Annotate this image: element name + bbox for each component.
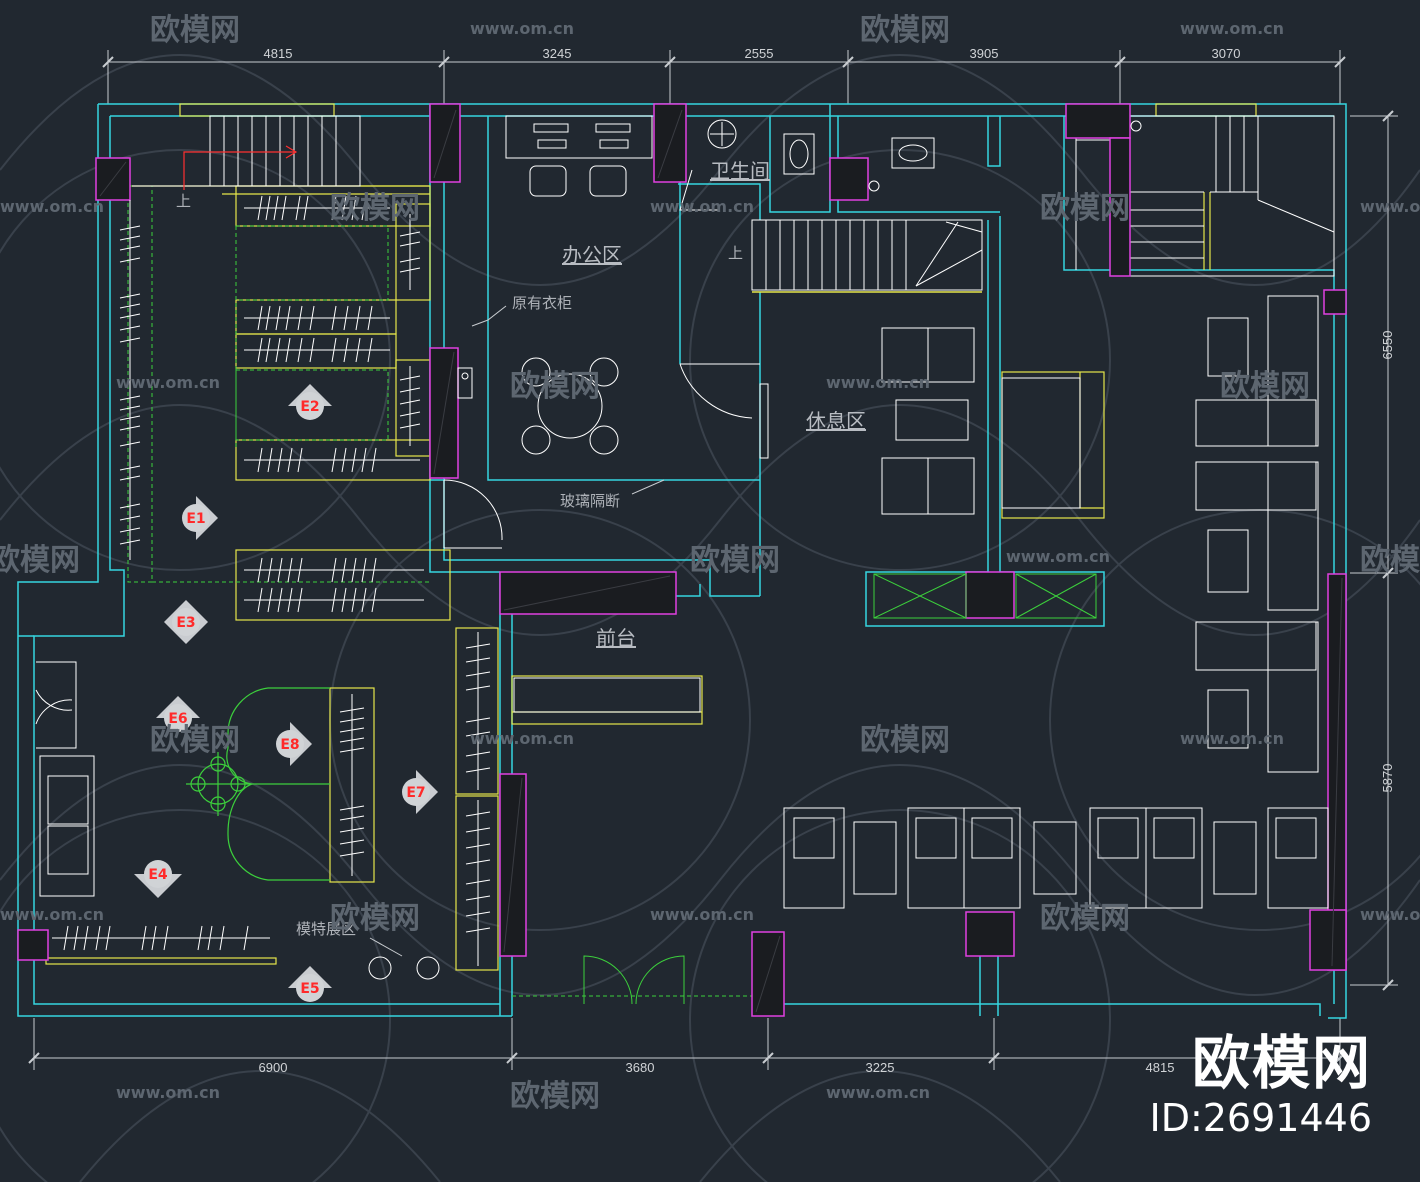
svg-text:E1: E1 — [186, 511, 205, 527]
watermark-brand: 欧模网 — [150, 13, 240, 48]
stair-top-left — [132, 115, 361, 187]
watermark-url: www.om.cn — [470, 729, 574, 748]
watermark-url: www.om.cn — [0, 197, 104, 216]
watermark-url: www.om.cn — [1180, 729, 1284, 748]
brand-stamp-id: ID:2691446 — [1149, 1096, 1372, 1140]
room-label-restroom: 卫生间 — [710, 159, 770, 183]
existing-wardrobe-unit — [457, 367, 473, 399]
elevation-marker-e2: E2 — [288, 384, 332, 420]
office-desk — [505, 115, 653, 197]
watermark-brand: 欧模网 — [330, 901, 420, 936]
svg-text:E6: E6 — [168, 711, 187, 727]
dim-top-2: 3245 — [543, 46, 572, 61]
restroom-fixtures — [679, 119, 1142, 211]
brand-stamp: 欧模网 ID:2691446 — [1149, 1030, 1372, 1140]
dimension-lines — [33, 50, 1398, 1070]
stair-direction-arrow — [183, 145, 298, 190]
leader-lines — [369, 305, 665, 957]
watermark-url: www.om.cn — [1360, 197, 1420, 216]
dim-top-3: 2555 — [745, 46, 774, 61]
elevation-marker-e6: E6 — [156, 696, 200, 732]
elevation-marker-e5: E5 — [288, 966, 332, 1002]
entrance-door — [583, 955, 685, 1005]
watermark-url: www.om.cn — [116, 1083, 220, 1102]
watermark-url: www.om.cn — [116, 373, 220, 392]
display-platform — [186, 687, 330, 881]
dim-bottom-4: 4815 — [1146, 1060, 1175, 1075]
green-zones — [127, 185, 752, 997]
svg-text:E3: E3 — [176, 615, 195, 631]
room-label-reception: 前台 — [596, 626, 636, 650]
watermark-brand: 欧模网 — [1220, 369, 1310, 404]
watermark-brand: 欧模网 — [690, 543, 780, 578]
watermark-brand: 欧模网 — [0, 543, 80, 578]
lounge-planters — [873, 573, 1097, 619]
svg-text:E2: E2 — [300, 399, 319, 415]
watermark-brand: 欧模网 — [510, 369, 600, 404]
lounge-furniture — [783, 295, 1329, 909]
watermark-url: www.om.cn — [1180, 19, 1284, 38]
round-table — [521, 357, 619, 455]
note-stair-up-left: 上 — [176, 192, 191, 210]
watermark-arcs — [0, 54, 1420, 1182]
elevation-marker-e8: E8 — [276, 722, 312, 766]
dim-bottom-2: 3680 — [626, 1060, 655, 1075]
note-existing-wardrobe: 原有衣柜 — [512, 294, 572, 312]
model-area-sofa — [39, 755, 95, 897]
dim-top-4: 3905 — [970, 46, 999, 61]
dim-right-1: 6550 — [1380, 331, 1395, 360]
watermark-url: www.om.cn — [826, 1083, 930, 1102]
dimension-ticks — [28, 56, 1394, 1064]
watermark-brand: 欧模网 — [860, 13, 950, 48]
watermark-brand: 欧模网 — [510, 1079, 600, 1114]
watermark-url: www.om.cn — [0, 905, 104, 924]
watermarks: 欧模网 欧模网 欧模网 欧模网 欧模网 欧模网 欧模网 欧模网 欧模网 欧模网 … — [0, 13, 1420, 1114]
clothes-racks — [52, 195, 491, 966]
watermark-url: www.om.cn — [650, 905, 754, 924]
svg-text:E4: E4 — [148, 867, 168, 883]
stair-middle — [751, 219, 983, 291]
watermark-brand: 欧模网 — [1360, 543, 1420, 578]
elevation-marker-e3: E3 — [164, 600, 208, 644]
stair-right — [1075, 115, 1335, 277]
dim-top-5: 3070 — [1212, 46, 1241, 61]
dim-bottom-3: 3225 — [866, 1060, 895, 1075]
brand-stamp-name: 欧模网 — [1191, 1029, 1372, 1097]
room-label-lounge: 休息区 — [806, 409, 866, 433]
dim-right-2: 5870 — [1380, 764, 1395, 793]
watermark-brand: 欧模网 — [1040, 191, 1130, 226]
watermark-url: www.om.cn — [650, 197, 754, 216]
note-stair-up-middle: 上 — [728, 244, 743, 262]
room-label-model-display: 模特展区 — [296, 920, 356, 938]
watermark-url: www.om.cn — [826, 373, 930, 392]
elevation-marker-e1: E1 — [182, 496, 218, 540]
svg-text:E5: E5 — [300, 981, 319, 997]
svg-text:E7: E7 — [406, 785, 425, 801]
elevation-markers: E1 E2 E3 E4 E5 E6 E7 — [134, 384, 438, 1002]
room-label-office: 办公区 — [562, 243, 622, 267]
watermark-brand: 欧模网 — [1040, 901, 1130, 936]
watermark-brand: 欧模网 — [860, 723, 950, 758]
dim-top-1: 4815 — [264, 46, 293, 61]
svg-text:E8: E8 — [280, 737, 299, 753]
watermark-brand: 欧模网 — [330, 191, 420, 226]
watermark-url: www.om.cn — [1006, 547, 1110, 566]
watermark-brand: 欧模网 — [150, 723, 240, 758]
watermark-url: www.om.cn — [1360, 905, 1420, 924]
elevation-marker-e4: E4 — [134, 860, 182, 898]
column-hatch — [99, 109, 1343, 1013]
elevation-marker-e7: E7 — [402, 770, 438, 814]
mannequin-stands — [368, 956, 440, 980]
reception-counter — [513, 677, 701, 713]
watermark-url: www.om.cn — [470, 19, 574, 38]
note-glass-partition: 玻璃隔断 — [560, 492, 620, 510]
dim-bottom-1: 6900 — [259, 1060, 288, 1075]
doors — [35, 363, 769, 749]
